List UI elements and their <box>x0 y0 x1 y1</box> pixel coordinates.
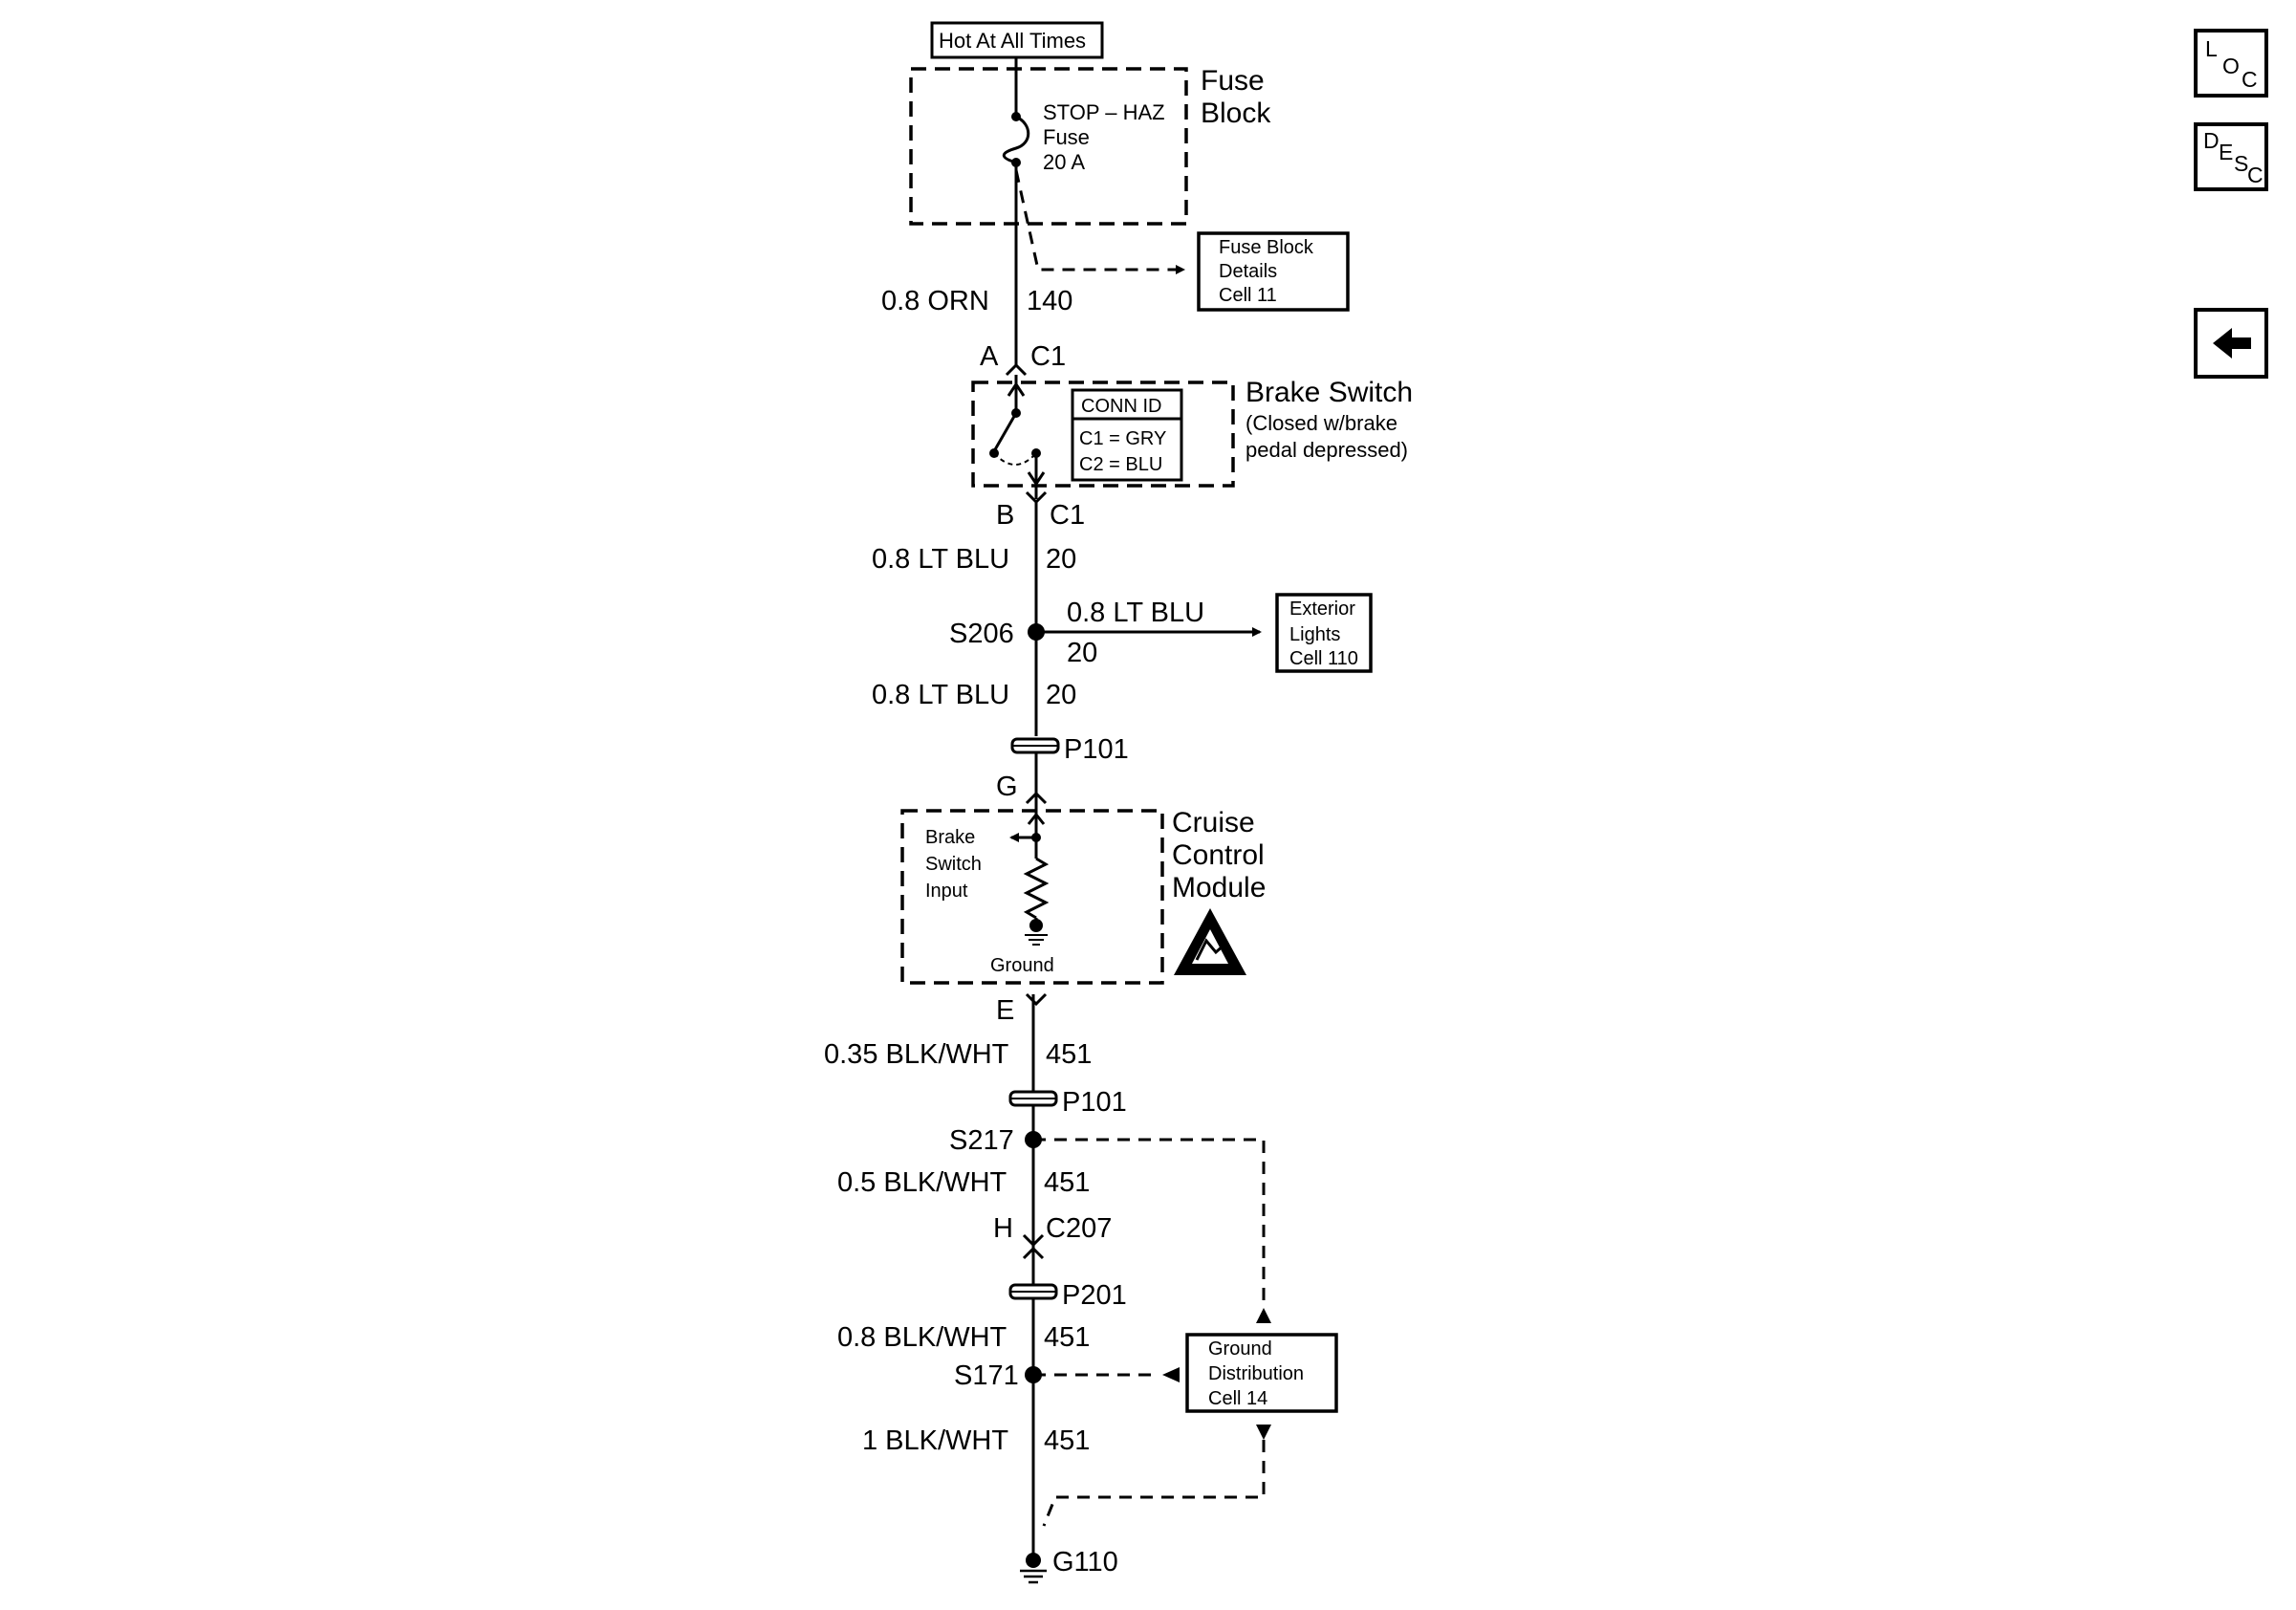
brake-switch-top-arrow <box>1007 381 1026 397</box>
fuse-rating: 20 A <box>1043 150 1085 174</box>
hot-at-all-times-label: Hot At All Times <box>939 29 1086 53</box>
location-button[interactable]: L O C <box>2194 29 2268 98</box>
splice-s217-label: S217 <box>949 1125 1014 1156</box>
wire-lt-blu-1-gauge-color: 0.8 LT BLU <box>872 544 1009 575</box>
fuse-block-details-ref-line3: Cell 11 <box>1219 285 1277 306</box>
inline-connector-p201-label: P201 <box>1062 1280 1127 1311</box>
cruise-input-line1: Brake <box>925 827 975 848</box>
wire-blkwht-035-circuit: 451 <box>1046 1039 1092 1070</box>
description-button-letter-s: S <box>2234 151 2249 176</box>
wire-lt-blu-1-circuit: 20 <box>1046 544 1076 575</box>
connector-b-id: C1 <box>1050 500 1085 531</box>
ground-distribution-ref-line2: Distribution <box>1208 1363 1304 1384</box>
cruise-module-outline <box>900 809 1164 985</box>
wire-blkwht-08-circuit: 451 <box>1044 1322 1090 1353</box>
fuse-word: Fuse <box>1043 125 1090 149</box>
conn-id-box <box>1071 388 1183 482</box>
brake-switch-outline <box>971 381 1235 488</box>
wire-blkwht-035-gauge-color: 0.35 BLK/WHT <box>824 1039 1009 1070</box>
wire-lt-blu-branch-gauge-color: 0.8 LT BLU <box>1067 598 1204 628</box>
brake-switch-note-line1: (Closed w/brake <box>1245 411 1397 435</box>
connector-h-id: C207 <box>1046 1213 1112 1244</box>
back-button[interactable] <box>2194 308 2268 379</box>
exterior-lights-ref-line1: Exterior <box>1289 598 1355 620</box>
wire-blkwht-1-circuit: 451 <box>1044 1425 1090 1456</box>
conn-id-header: CONN ID <box>1081 396 1161 417</box>
location-button-letter-l: L <box>2205 36 2218 61</box>
connector-e-pin: E <box>996 995 1014 1026</box>
ground-dist-ref-arrow-down <box>1256 1425 1271 1440</box>
fuse-symbol <box>1002 115 1030 164</box>
exterior-lights-ref-box <box>1275 593 1373 673</box>
description-button-letter-c: C <box>2247 163 2264 187</box>
conn-id-c1: C1 = GRY <box>1079 428 1166 449</box>
fuse-name: STOP – HAZ <box>1043 100 1165 124</box>
wire-lt-blu-2-gauge-color: 0.8 LT BLU <box>872 680 1009 710</box>
connector-g-pin: G <box>996 772 1018 802</box>
ground-dist-ref-arrow-left <box>1162 1367 1180 1382</box>
conn-id-c2: C2 = BLU <box>1079 454 1162 475</box>
brake-switch-note-line2: pedal depressed) <box>1245 438 1408 462</box>
description-button-letter-d: D <box>2203 128 2220 153</box>
inline-connector-p101-top-label: P101 <box>1064 734 1129 765</box>
exterior-lights-ref-line3: Cell 110 <box>1289 648 1358 669</box>
cruise-ground-label: Ground <box>990 955 1054 976</box>
wire-blkwht-08-gauge-color: 0.8 BLK/WHT <box>837 1322 1007 1353</box>
inline-connector-p101-bottom-label: P101 <box>1062 1087 1127 1118</box>
wire-blkwht-05-gauge-color: 0.5 BLK/WHT <box>837 1167 1007 1198</box>
ground-g110-node <box>1026 1553 1041 1568</box>
location-button-letter-c: C <box>2242 67 2258 92</box>
esd-warning-icon <box>1174 908 1246 975</box>
connector-h-pin: H <box>993 1213 1013 1244</box>
connector-a-pin: A <box>980 341 999 372</box>
cruise-input-line3: Input <box>925 881 968 902</box>
ground-g110-label: G110 <box>1052 1547 1118 1577</box>
connector-h-symbol-upper <box>1022 1233 1045 1248</box>
ground-dist-ref-to-g110 <box>1042 1440 1266 1527</box>
fuse-details-reference-line <box>1014 169 1185 274</box>
wire-orn-circuit: 140 <box>1027 286 1072 316</box>
ground-dist-ref-from-s217 <box>1033 1138 1266 1308</box>
connector-e-symbol <box>1025 992 1048 1007</box>
wire-blkwht-1-gauge-color: 1 BLK/WHT <box>862 1425 1008 1456</box>
ground-distribution-ref-box <box>1185 1333 1338 1413</box>
description-button-letter-e: E <box>2219 140 2234 164</box>
connector-b-pin: B <box>996 500 1014 531</box>
exterior-lights-ref-line2: Lights <box>1289 624 1340 645</box>
cruise-module-title-line2: Control <box>1172 839 1265 871</box>
ground-distribution-ref-line3: Cell 14 <box>1208 1388 1267 1409</box>
fuse-block-details-ref-line2: Details <box>1219 261 1277 282</box>
splice-s171-label: S171 <box>954 1360 1019 1391</box>
left-arrow-icon <box>2213 328 2251 359</box>
wire-orn-gauge-color: 0.8 ORN <box>881 286 989 316</box>
ground-distribution-ref-line1: Ground <box>1208 1338 1272 1360</box>
connector-h-symbol-lower <box>1022 1246 1045 1260</box>
fuse-block-details-ref-line1: Fuse Block <box>1219 237 1314 258</box>
cruise-input-line2: Switch <box>925 854 982 875</box>
connector-a-id: C1 <box>1030 341 1066 372</box>
connector-a-symbol <box>1005 362 1028 377</box>
location-button-letter-o: O <box>2222 54 2240 78</box>
brake-switch-title: Brake Switch <box>1245 377 1413 408</box>
fuse-block-title-line2: Block <box>1201 98 1271 129</box>
cruise-resistor-icon <box>1023 857 1050 920</box>
cruise-input-top-arrow <box>1027 812 1046 825</box>
wire-blkwht-05-circuit: 451 <box>1044 1167 1090 1198</box>
splice-s206-label: S206 <box>949 619 1014 649</box>
cruise-internal-ground-node <box>1029 919 1043 932</box>
description-button[interactable]: D E S C <box>2194 122 2268 191</box>
brake-switch-mechanical-link <box>993 452 1037 466</box>
cruise-module-title-line1: Cruise <box>1172 807 1255 838</box>
wire-lt-blu-branch-circuit: 20 <box>1067 638 1097 668</box>
cruise-module-title-line3: Module <box>1172 872 1266 903</box>
connector-g-symbol <box>1025 791 1048 805</box>
ground-dist-ref-arrow-up <box>1256 1308 1271 1323</box>
fuse-block-title-line1: Fuse <box>1201 65 1265 97</box>
brake-switch-bottom-arrow <box>1027 471 1046 487</box>
brake-switch-blade <box>992 412 1018 452</box>
fuse-block-details-ref-box <box>1197 231 1350 312</box>
wire-lt-blu-2-circuit: 20 <box>1046 680 1076 710</box>
